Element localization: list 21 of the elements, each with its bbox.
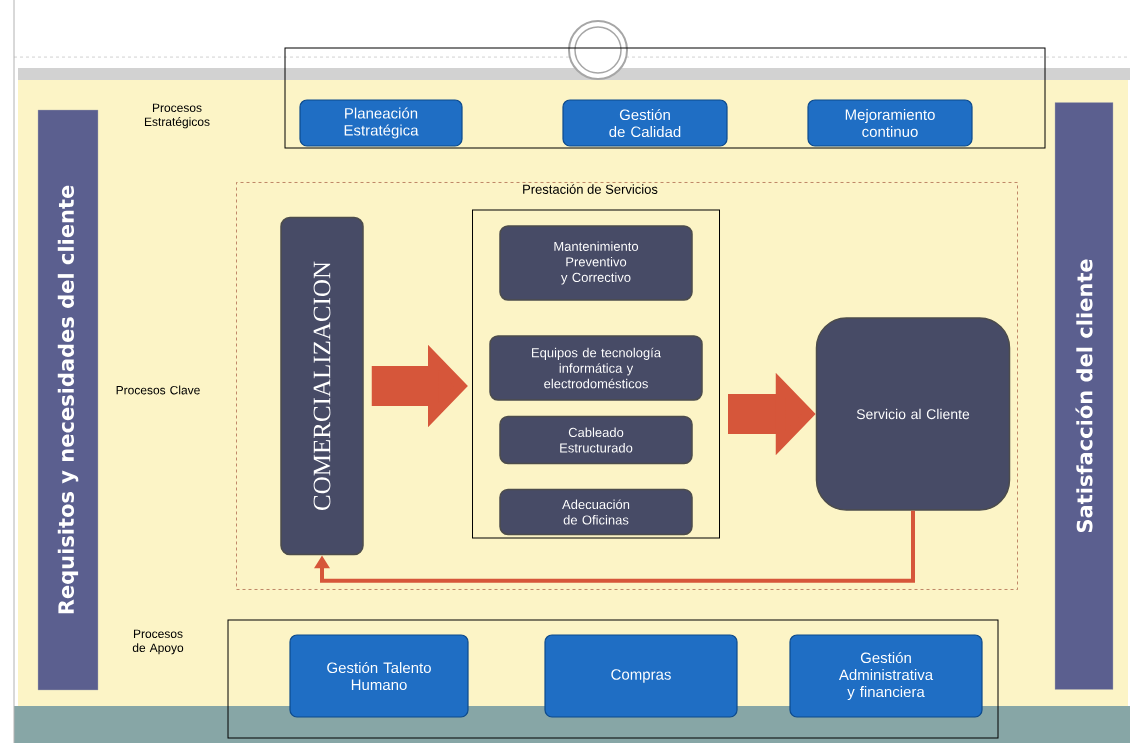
- process-box: Mejoramiento continuo: [807, 99, 973, 147]
- process-box: Servicio al Cliente: [815, 317, 1011, 511]
- process-box: Gestión de Calidad: [562, 99, 728, 147]
- process-box: Gestión Administrativa y financiera: [789, 634, 983, 718]
- group-frame: [227, 619, 999, 739]
- row-label: Procesos de Apoyo: [132, 629, 184, 655]
- group-frame: [284, 47, 1046, 149]
- side-banner: Satisfacción del cliente: [1054, 102, 1114, 690]
- process-box: Adecuación de Oficinas: [499, 488, 693, 536]
- process-box: Gestión Talento Humano: [289, 634, 469, 718]
- process-box: Compras: [544, 634, 738, 718]
- process-box: Cableado Estructurado: [499, 415, 693, 465]
- row-label: Procesos Clave: [116, 385, 200, 395]
- feedback-arrow: [314, 510, 915, 583]
- process-box: Mantenimiento Preventivo y Correctivo: [499, 225, 693, 301]
- process-box: COMERCIALIZACION: [280, 216, 364, 556]
- process-box: Equipos de tecnología informática y electrodomésticos: [489, 335, 703, 401]
- group-frame: [472, 209, 720, 539]
- side-banner: Requisitos y necesidades del cliente: [37, 109, 99, 691]
- row-label: Procesos Estratégicos: [145, 103, 210, 129]
- process-box: Planeación Estratégica: [299, 99, 463, 147]
